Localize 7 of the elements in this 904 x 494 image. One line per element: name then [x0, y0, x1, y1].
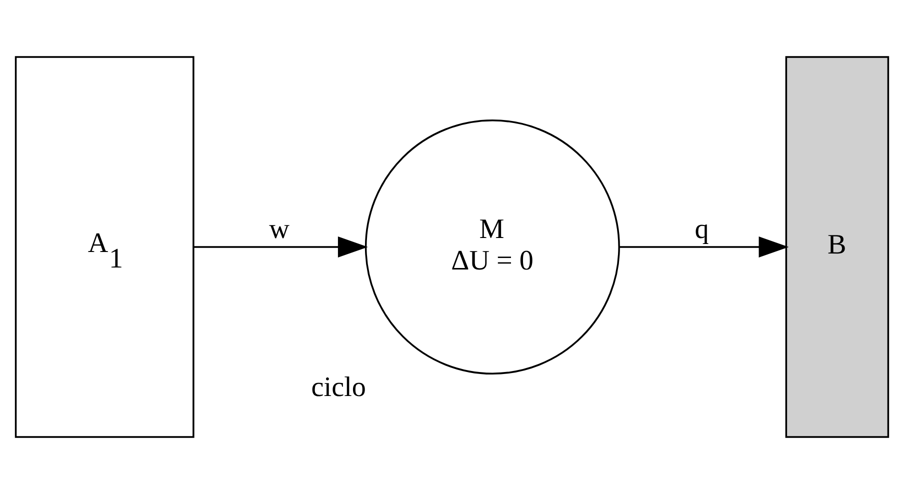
node-label: ciclo — [311, 372, 366, 404]
arrow — [619, 236, 789, 258]
node-box: B — [785, 56, 890, 438]
edge-label: q — [694, 214, 709, 245]
arrow — [194, 236, 368, 258]
edge-label: w — [269, 214, 290, 245]
node-circle: M ΔU = 0 — [364, 119, 620, 375]
